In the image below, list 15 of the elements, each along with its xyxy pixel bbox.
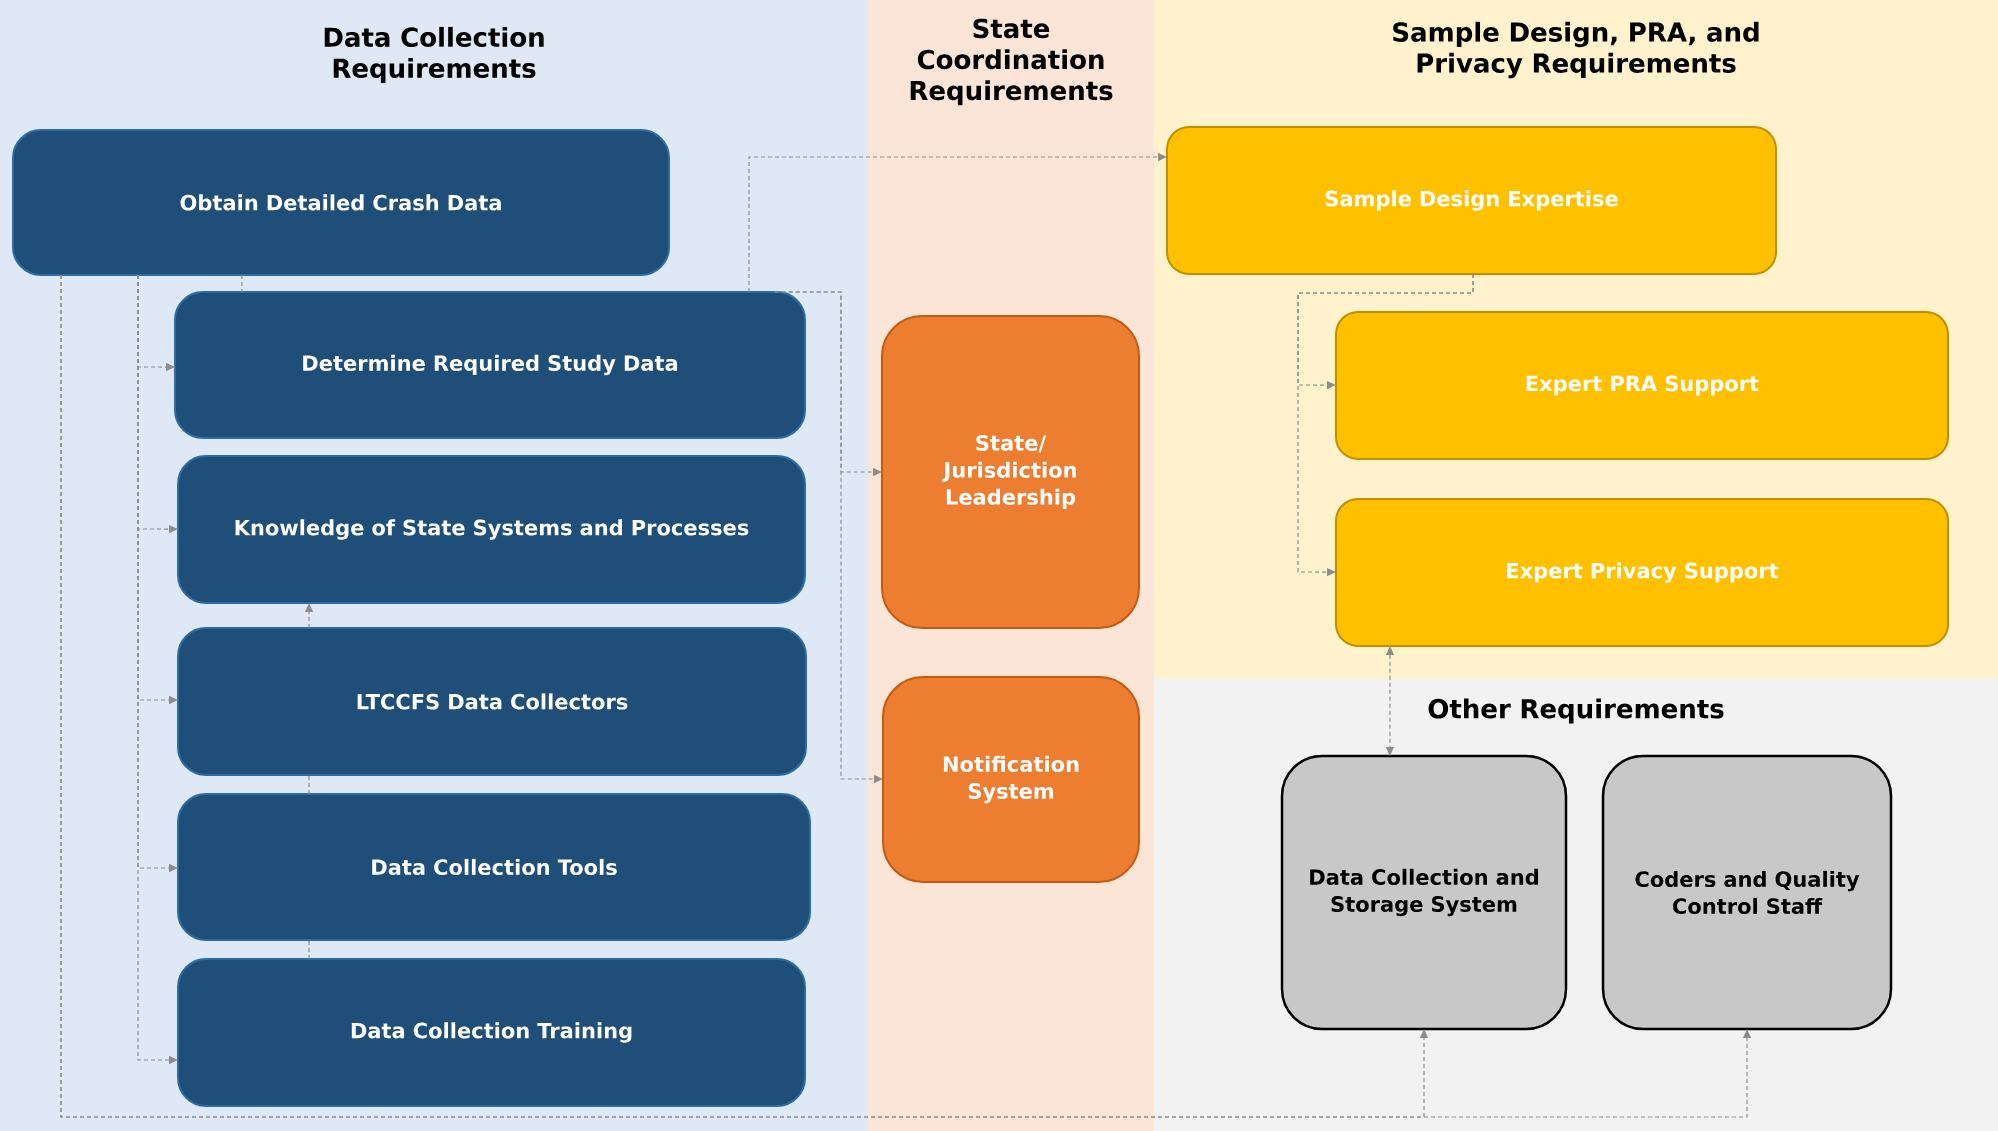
process-box: Obtain Detailed Crash Data <box>12 129 670 276</box>
process-box: LTCCFS Data Collectors <box>177 627 807 776</box>
connector-arrow <box>748 152 1167 293</box>
process-box: Determine Required Study Data <box>174 291 806 439</box>
process-box: Data Collection Training <box>177 958 806 1107</box>
process-box: Expert Privacy Support <box>1335 498 1949 647</box>
process-box: State/ Jurisdiction Leadership <box>881 315 1140 629</box>
process-box: Knowledge of State Systems and Processes <box>177 455 806 604</box>
connector-arrow <box>1385 646 1395 756</box>
process-box: Data Collection and Storage System <box>1280 754 1568 1031</box>
process-box: Expert PRA Support <box>1335 311 1949 460</box>
process-box: Sample Design Expertise <box>1166 126 1777 275</box>
process-box: Coders and Quality Control Staff <box>1601 754 1893 1031</box>
process-box: Notification System <box>882 676 1140 883</box>
process-box: Data Collection Tools <box>177 793 811 941</box>
